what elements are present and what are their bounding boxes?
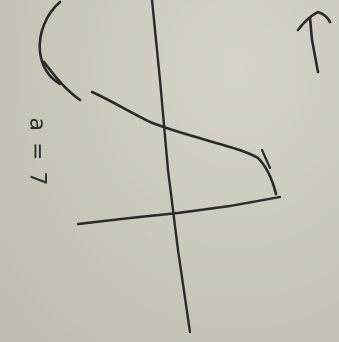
- horizontal-axis: [76, 195, 282, 226]
- up-arrow-icon: [296, 10, 332, 74]
- curve-lower-segment: [42, 60, 278, 196]
- vertical-axis: [150, 0, 192, 334]
- curve-end-hook: [260, 148, 272, 170]
- annotation-label: a = 7: [24, 117, 50, 188]
- curve-upper-arc: [38, 0, 62, 86]
